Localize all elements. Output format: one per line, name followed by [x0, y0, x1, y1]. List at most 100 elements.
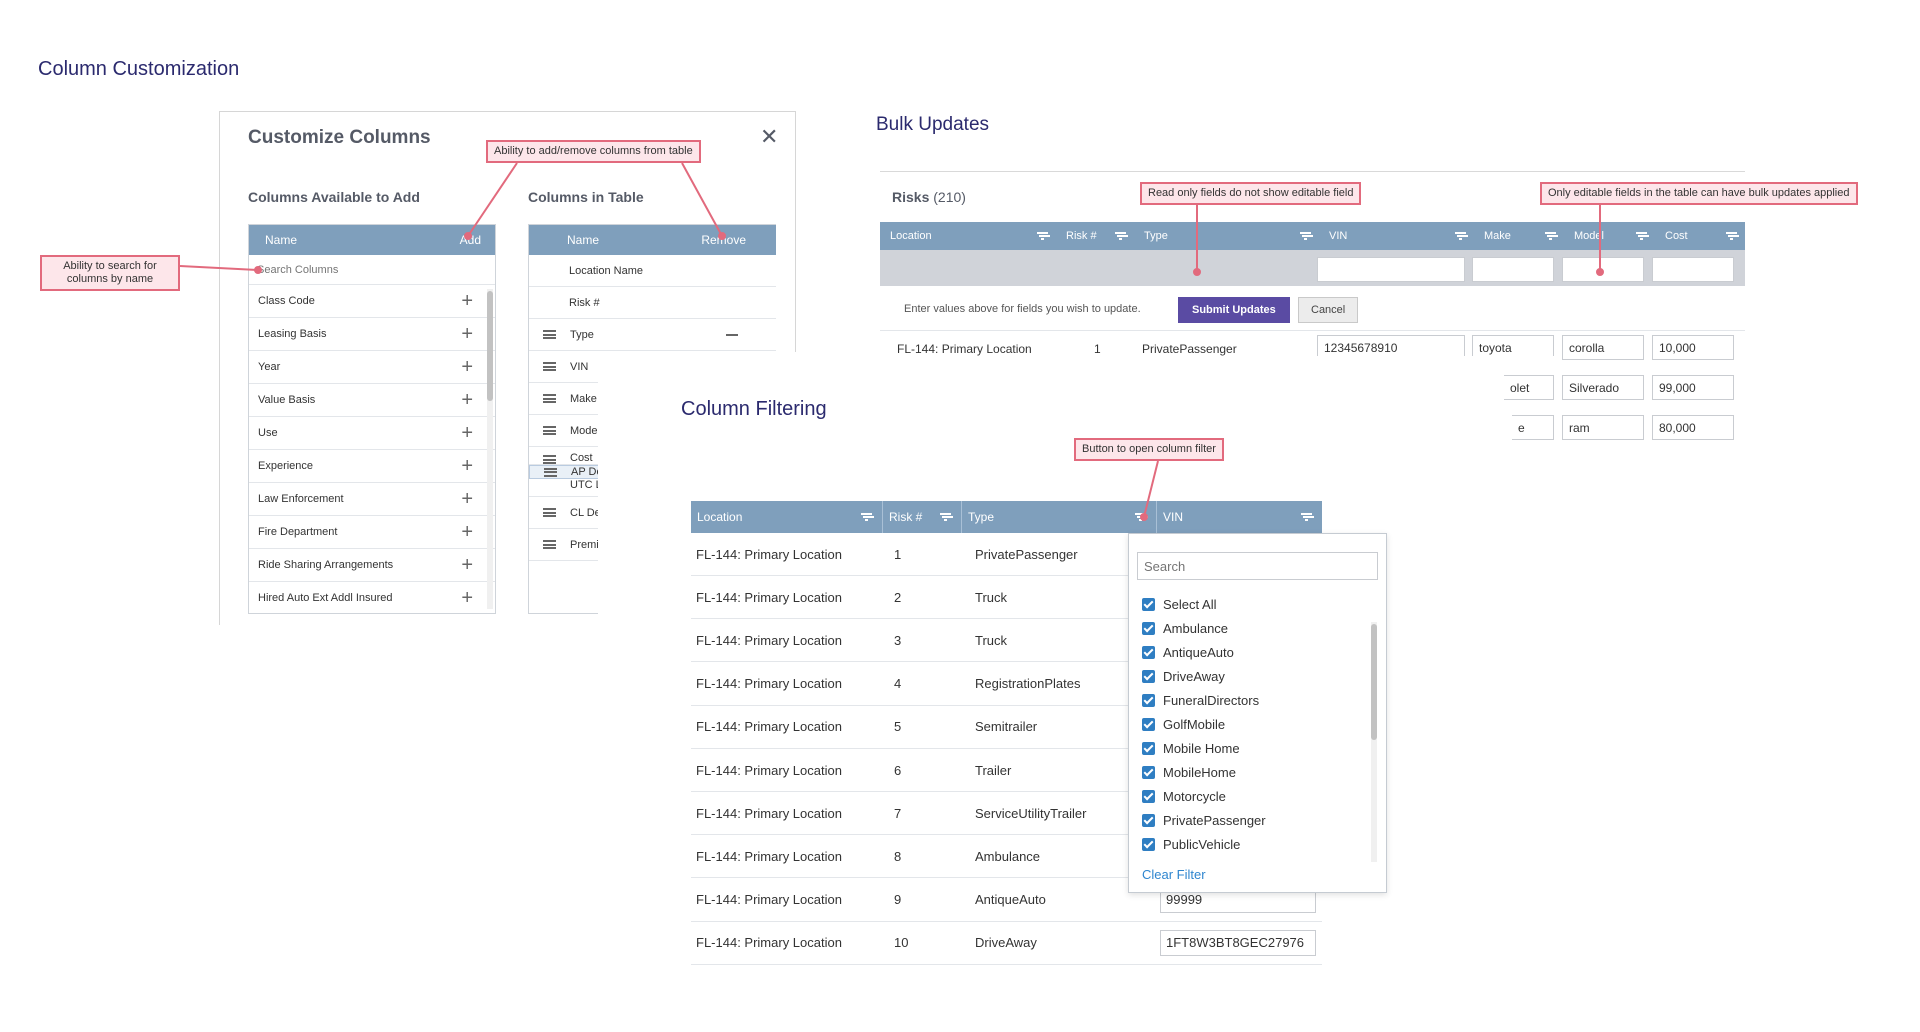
filter-option[interactable]: PrivatePassenger	[1142, 813, 1266, 828]
filter-option[interactable]: MobileHome	[1142, 765, 1236, 780]
bulk-cost-input[interactable]	[1652, 257, 1734, 282]
checkbox-checked-icon[interactable]	[1142, 814, 1155, 827]
bulk-model-input[interactable]	[1562, 257, 1644, 282]
clear-filter-link[interactable]: Clear Filter	[1142, 867, 1206, 882]
checkbox-checked-icon[interactable]	[1142, 838, 1155, 851]
checkbox-checked-icon[interactable]	[1142, 670, 1155, 683]
make-value[interactable]: e	[1512, 415, 1554, 440]
plus-icon[interactable]: +	[461, 389, 473, 411]
row-type: Semitrailer	[975, 719, 1038, 735]
column-header-cost: Cost	[1655, 222, 1745, 250]
drag-handle-icon[interactable]	[544, 467, 557, 477]
list-item: Value Basis+	[249, 384, 495, 417]
list-item[interactable]: Type	[529, 319, 776, 351]
vin-value[interactable]: 1FT8W3BT8GEC27976	[1160, 929, 1316, 956]
submit-updates-button[interactable]: Submit Updates	[1178, 297, 1290, 323]
cancel-button[interactable]: Cancel	[1298, 297, 1359, 323]
plus-icon[interactable]: +	[461, 587, 473, 609]
plus-icon[interactable]: +	[461, 356, 473, 378]
cost-value[interactable]: 99,000	[1652, 375, 1734, 400]
plus-icon[interactable]: +	[461, 455, 473, 477]
drag-handle-icon[interactable]	[543, 362, 556, 371]
drag-handle-icon[interactable]	[543, 540, 556, 549]
filter-icon[interactable]	[1135, 513, 1146, 521]
checkbox-checked-icon[interactable]	[1142, 718, 1155, 731]
filter-icon[interactable]	[1636, 232, 1647, 240]
checkbox-checked-icon[interactable]	[1142, 646, 1155, 659]
filter-option[interactable]: Ambulance	[1142, 621, 1228, 636]
search-columns-input[interactable]	[257, 263, 477, 276]
drag-handle-icon[interactable]	[543, 330, 556, 339]
select-all-checkbox[interactable]: Select All	[1142, 597, 1216, 612]
drag-handle-icon[interactable]	[543, 455, 556, 464]
plus-icon[interactable]: +	[461, 290, 473, 312]
row-type: PrivatePassenger	[1142, 342, 1237, 356]
filter-icon[interactable]	[1301, 513, 1312, 521]
bulk-vin-input[interactable]	[1317, 257, 1465, 282]
plus-icon[interactable]: +	[461, 521, 473, 543]
filter-icon[interactable]	[940, 513, 951, 521]
scrollbar-thumb[interactable]	[1371, 624, 1377, 740]
row-type: Truck	[975, 589, 1008, 605]
cost-value[interactable]: 80,000	[1652, 415, 1734, 440]
filter-option[interactable]: AntiqueAuto	[1142, 645, 1234, 660]
model-value[interactable]: ram	[1562, 415, 1644, 440]
filter-option[interactable]: FuneralDirectors	[1142, 693, 1259, 708]
make-value[interactable]: toyota	[1472, 335, 1554, 356]
filter-option[interactable]: DriveAway	[1142, 669, 1225, 684]
filter-option[interactable]: GolfMobile	[1142, 717, 1225, 732]
filter-option[interactable]: Mobile Home	[1142, 741, 1240, 756]
model-value[interactable]: Silverado	[1562, 375, 1644, 400]
filter-icon[interactable]	[1115, 232, 1126, 240]
drag-handle-icon[interactable]	[543, 394, 556, 403]
name-column-header: Name	[567, 233, 600, 247]
cost-value[interactable]: 10,000	[1652, 335, 1734, 360]
list-item: Year+	[249, 351, 495, 384]
scrollbar-thumb[interactable]	[487, 291, 493, 401]
checkbox-checked-icon[interactable]	[1142, 790, 1155, 803]
filter-icon[interactable]	[1300, 232, 1311, 240]
filter-icon[interactable]	[1726, 232, 1737, 240]
checkbox-checked-icon[interactable]	[1142, 694, 1155, 707]
row-location: FL-144: Primary Location	[696, 935, 842, 951]
filter-icon[interactable]	[1545, 232, 1556, 240]
bulk-make-input[interactable]	[1472, 257, 1554, 282]
scrollbar-track[interactable]	[1371, 622, 1377, 862]
minus-icon[interactable]	[726, 333, 738, 336]
model-value[interactable]: corolla	[1562, 335, 1644, 360]
checkbox-checked-icon[interactable]	[1142, 622, 1155, 635]
row-location: FL-144: Primary Location	[696, 805, 842, 821]
row-risk: 8	[894, 848, 902, 864]
make-value[interactable]: olet	[1504, 375, 1554, 400]
vin-value[interactable]: 12345678910	[1317, 335, 1465, 356]
plus-icon[interactable]: +	[461, 554, 473, 576]
checkbox-checked-icon[interactable]	[1142, 766, 1155, 779]
table-columns-title: Columns in Table	[528, 189, 644, 205]
search-columns-row	[249, 255, 495, 285]
column-header-location: Location	[691, 501, 883, 533]
checkbox-checked-icon[interactable]	[1142, 742, 1155, 755]
plus-icon[interactable]: +	[461, 323, 473, 345]
row-location: FL-144: Primary Location	[696, 546, 842, 562]
scrollbar-track[interactable]	[487, 289, 493, 609]
risks-title: Risks (210)	[892, 189, 966, 205]
filter-icon[interactable]	[1037, 232, 1048, 240]
drag-handle-icon[interactable]	[543, 508, 556, 517]
filter-option[interactable]: PublicVehicle	[1142, 837, 1240, 852]
filter-icon[interactable]	[1455, 232, 1466, 240]
drag-handle-icon[interactable]	[543, 426, 556, 435]
close-icon[interactable]: ✕	[760, 124, 779, 149]
filter-table-header: Location Risk # Type VIN	[691, 501, 1322, 533]
row-risk: 2	[894, 589, 902, 605]
filter-icon[interactable]	[861, 513, 872, 521]
row-risk: 4	[894, 676, 902, 692]
filter-search-input[interactable]	[1137, 552, 1378, 580]
bulk-input-row	[880, 250, 1745, 286]
row-risk: 6	[894, 762, 902, 778]
filter-option[interactable]: Motorcycle	[1142, 789, 1226, 804]
plus-icon[interactable]: +	[461, 422, 473, 444]
plus-icon[interactable]: +	[461, 488, 473, 510]
checkbox-checked-icon[interactable]	[1142, 598, 1155, 611]
